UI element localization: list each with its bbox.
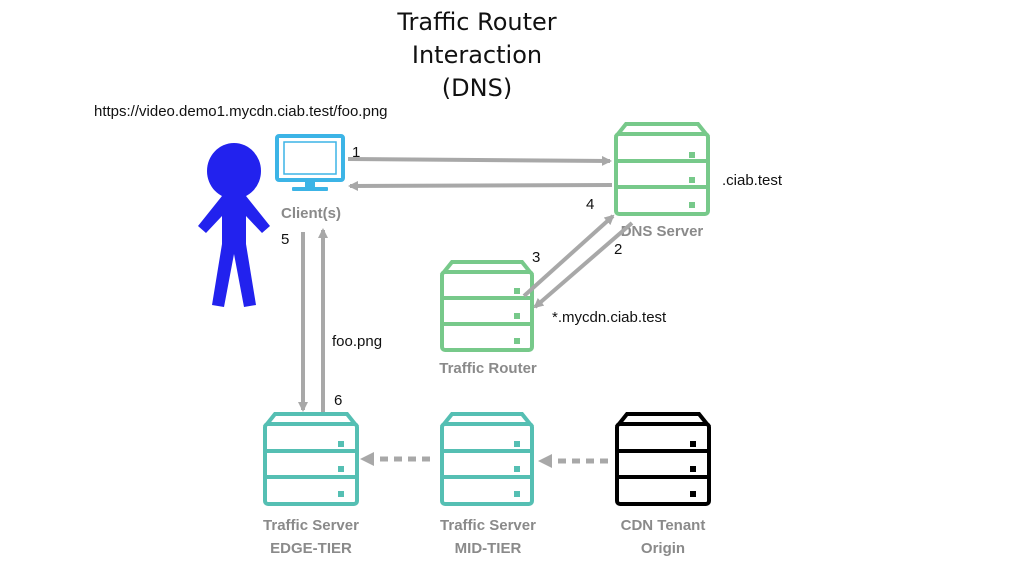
traffic-router-label: Traffic Router [439,360,537,377]
step-6-label: 6 [334,392,342,409]
origin-server-icon [614,412,712,506]
mid-label-line2: MID-TIER [455,540,522,557]
mid-label-line1: Traffic Server [440,517,536,534]
edge-server-icon [262,412,360,506]
request-url: https://video.demo1.mycdn.ciab.test/foo.… [94,103,388,120]
title-line-1: Traffic Router [397,8,557,36]
dns-server-label: DNS Server [621,223,704,240]
dns-server-icon [613,122,711,216]
step-2-label: 2 [614,241,622,258]
file-label: foo.png [332,333,382,350]
arrow-step-1 [347,155,612,166]
monitor-icon [275,134,345,191]
arrow-step-4 [348,180,613,191]
person-icon [198,143,270,307]
step-3-label: 3 [532,249,540,266]
edge-label-line1: Traffic Server [263,517,359,534]
mid-server-icon [439,412,535,506]
client-label: Client(s) [281,205,341,222]
dns-domain-label: .ciab.test [722,172,783,189]
arrow-step-3 [522,214,615,298]
diagram-title: Traffic Router Interaction (DNS) [327,6,627,105]
traffic-router-icon [439,260,535,352]
arrow-step-2 [533,221,634,309]
origin-label-line2: Origin [641,540,685,557]
router-domain-label: *.mycdn.ciab.test [552,309,667,326]
edge-label-line2: EDGE-TIER [270,540,352,557]
title-line-2: Interaction [411,41,543,69]
title-line-3: (DNS) [441,74,513,102]
step-5-label: 5 [281,231,289,248]
step-1-label: 1 [352,144,360,161]
step-4-label: 4 [586,196,594,213]
origin-label-line1: CDN Tenant [621,517,706,534]
